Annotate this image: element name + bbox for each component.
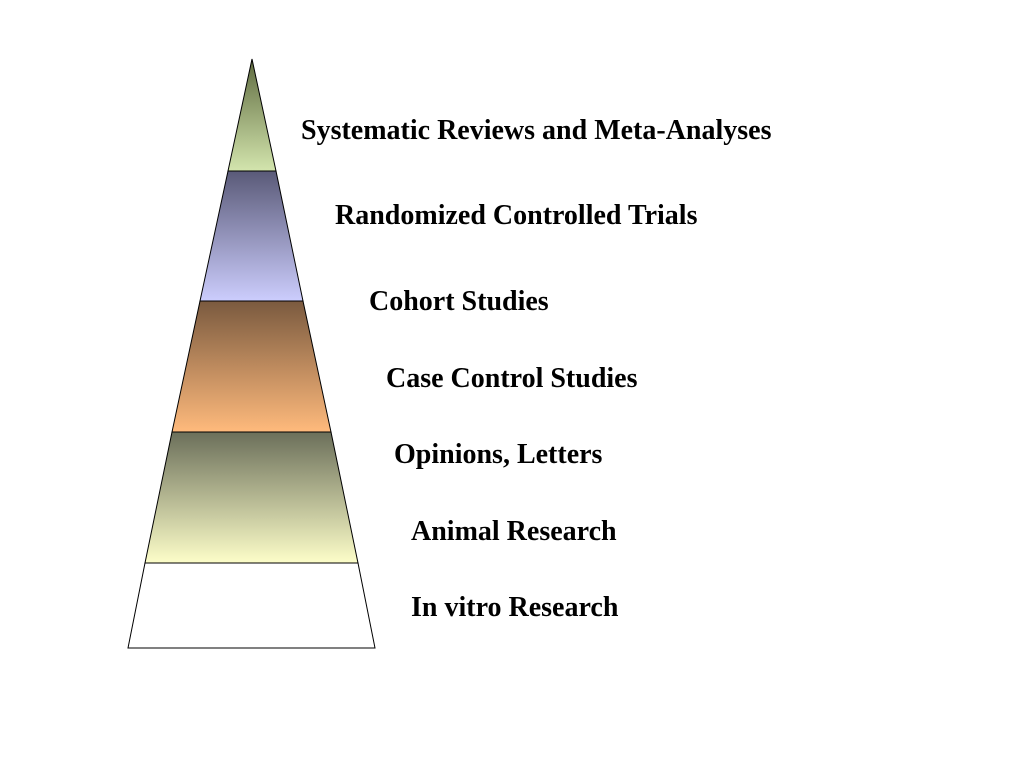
pyramid-band-systematic-reviews: [227, 58, 277, 172]
level-label-animal-research: Animal Research: [411, 516, 617, 547]
pyramid-band-opinions-animal: [144, 431, 359, 564]
level-label-case-control: Case Control Studies: [386, 363, 638, 394]
level-label-systematic-reviews: Systematic Reviews and Meta-Analyses: [301, 115, 772, 146]
level-label-in-vitro: In vitro Research: [411, 592, 619, 623]
pyramid-band-in-vitro: [127, 562, 376, 649]
level-label-cohort-studies: Cohort Studies: [369, 286, 549, 317]
level-label-opinions-letters: Opinions, Letters: [394, 439, 603, 470]
pyramid-band-randomized-trials: [199, 170, 304, 302]
level-label-randomized-trials: Randomized Controlled Trials: [335, 200, 698, 231]
pyramid-band-cohort-case-control: [171, 300, 332, 433]
